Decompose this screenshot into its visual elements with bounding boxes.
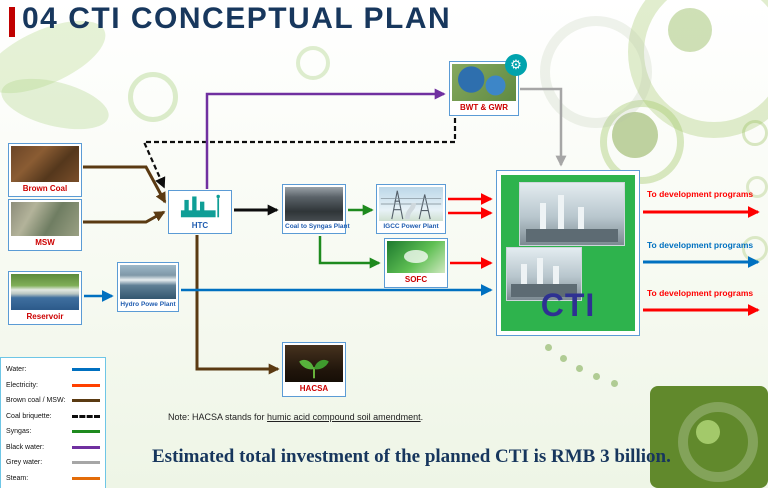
decoration-ring bbox=[746, 176, 768, 198]
decoration-ring bbox=[540, 16, 652, 128]
node-bwt-gwr: ⚙ BWT & GWR bbox=[449, 54, 527, 116]
node-label: Reservoir bbox=[26, 312, 64, 321]
node-label: Brown Coal bbox=[22, 184, 68, 193]
legend-item-steam: Steam: bbox=[6, 471, 100, 487]
decoration-circle bbox=[696, 420, 720, 444]
node-label: BWT & GWR bbox=[460, 103, 508, 112]
arrow-htc-to-hacsa bbox=[195, 235, 280, 375]
node-htc: HTC bbox=[168, 190, 232, 234]
decoration-dot bbox=[593, 373, 600, 380]
gear-icon: ⚙ bbox=[505, 54, 527, 76]
cti-plant-photo-2 bbox=[506, 247, 582, 301]
node-label: SOFC bbox=[404, 275, 428, 284]
hydro-plant-image bbox=[120, 265, 176, 299]
node-label: IGCC Power Plant bbox=[383, 223, 439, 230]
syngas-plant-image bbox=[285, 187, 343, 221]
legend-line-electricity bbox=[72, 383, 100, 387]
arrow-bwt-to-cti-greywater bbox=[520, 87, 567, 167]
decoration-dot bbox=[560, 355, 567, 362]
node-reservoir: Reservoir bbox=[8, 271, 82, 325]
legend-line-water bbox=[72, 368, 100, 372]
decoration-ring bbox=[296, 46, 330, 80]
htc-factory-icon bbox=[171, 193, 229, 219]
output-label-2: To development programs bbox=[647, 240, 754, 250]
output-label-3: To development programs bbox=[647, 288, 754, 298]
legend-item-syngas: Syngas: bbox=[6, 424, 100, 440]
decoration-ring bbox=[678, 402, 758, 482]
legend-line-grey-water bbox=[72, 461, 100, 465]
investment-statement: Estimated total investment of the planne… bbox=[152, 446, 671, 467]
decoration-ring bbox=[128, 72, 178, 122]
node-msw: MSW bbox=[8, 199, 82, 251]
node-label: MSW bbox=[35, 238, 55, 247]
page-title: 04 CTI CONCEPTUAL PLAN bbox=[22, 2, 452, 35]
node-label: Coal to Syngas Plant bbox=[285, 223, 350, 230]
reservoir-image bbox=[11, 274, 79, 310]
sofc-image bbox=[387, 241, 445, 273]
hacsa-sprout-image bbox=[285, 345, 343, 382]
node-cti: CTI bbox=[496, 170, 640, 336]
decoration-dot bbox=[611, 380, 618, 387]
arrow-htc-to-bwt-blackwater bbox=[205, 88, 446, 189]
node-label: Hydro Powe Plant bbox=[120, 301, 176, 308]
legend-line-syngas bbox=[72, 430, 100, 434]
decoration-dot bbox=[545, 344, 552, 351]
decoration-ring bbox=[742, 120, 768, 146]
arrow-browncoal-to-htc bbox=[83, 165, 167, 204]
cti-plant-photo-1 bbox=[519, 182, 625, 246]
legend-item-coal-briquette: Coal briquette: bbox=[6, 409, 100, 425]
legend-line-black-water bbox=[72, 445, 100, 449]
legend-line-steam bbox=[72, 476, 100, 480]
arrow-msw-to-htc bbox=[83, 210, 166, 224]
decoration-circle bbox=[668, 8, 712, 52]
note-text: Note: HACSA stands for humic acid compou… bbox=[168, 412, 424, 422]
legend-line-brown-coal bbox=[72, 399, 100, 403]
node-brown-coal: Brown Coal bbox=[8, 143, 82, 197]
legend-item-grey-water: Grey water: bbox=[6, 455, 100, 471]
node-coal-to-syngas-plant: Coal to Syngas Plant bbox=[282, 184, 350, 234]
arrow-syngas-to-sofc bbox=[318, 236, 381, 269]
cti-panel: CTI bbox=[501, 175, 635, 331]
decoration-dot bbox=[576, 365, 583, 372]
node-hacsa: HACSA bbox=[282, 342, 346, 397]
legend: Water: Electricity: Brown coal / MSW: Co… bbox=[0, 357, 106, 488]
node-label: HACSA bbox=[299, 384, 329, 393]
node-label: HTC bbox=[191, 221, 209, 230]
node-hydro-power-plant: Hydro Powe Plant bbox=[117, 262, 179, 312]
title-accent-bar bbox=[9, 7, 15, 37]
legend-item-electricity: Electricity: bbox=[6, 378, 100, 394]
arrow-coal-briquette-dashed bbox=[142, 118, 457, 189]
output-label-1: To development programs bbox=[647, 189, 754, 199]
node-igcc-power-plant: IGCC Power Plant bbox=[376, 184, 446, 234]
legend-line-coal-briquette bbox=[72, 414, 100, 418]
legend-item-water: Water: bbox=[6, 362, 100, 378]
legend-item-black-water: Black water: bbox=[6, 440, 100, 456]
igcc-image bbox=[379, 187, 443, 221]
msw-image bbox=[11, 202, 79, 236]
cti-title: CTI bbox=[540, 287, 596, 323]
brown-coal-image bbox=[11, 146, 79, 182]
legend-item-brown-coal-msw: Brown coal / MSW: bbox=[6, 393, 100, 409]
node-sofc: SOFC bbox=[384, 238, 448, 288]
